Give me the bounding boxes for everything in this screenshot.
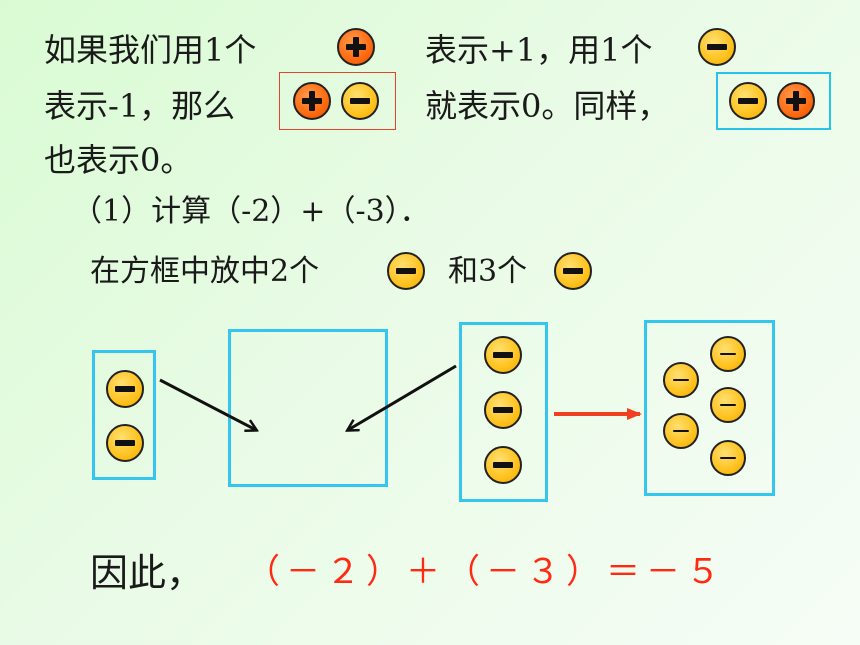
minus-coin-icon bbox=[663, 413, 699, 449]
text-line3: 也表示0。 bbox=[44, 141, 193, 179]
instruction-a: 在方框中放中2个 bbox=[90, 254, 320, 289]
minus-coin-icon bbox=[729, 82, 767, 120]
minus-coin-icon bbox=[484, 336, 522, 374]
problem-statement: （1）计算（-2）+（-3）． bbox=[72, 194, 430, 229]
instruction-b: 和3个 bbox=[448, 254, 528, 289]
minus-coin-icon bbox=[106, 424, 144, 462]
conclusion-expression: （－２）＋（－３）＝－５ bbox=[246, 552, 726, 592]
conclusion-prefix: 因此， bbox=[90, 551, 205, 595]
arrow-icon bbox=[159, 378, 256, 430]
right-coin-box bbox=[459, 322, 548, 502]
minus-coin-icon bbox=[106, 370, 144, 408]
minus-coin-icon bbox=[554, 252, 592, 290]
minus-coin-icon bbox=[387, 252, 425, 290]
minus-coin-icon bbox=[484, 446, 522, 484]
result-coin-box bbox=[644, 320, 775, 496]
minus-coin-icon bbox=[341, 82, 379, 120]
plus-coin-icon bbox=[337, 28, 375, 66]
plus-coin-icon bbox=[293, 82, 331, 120]
text-line2-b: 就表示0。同样， bbox=[425, 87, 670, 125]
left-coin-box bbox=[92, 350, 156, 480]
zero-pair-frame-1 bbox=[279, 72, 396, 130]
minus-coin-icon bbox=[710, 440, 746, 476]
minus-coin-icon bbox=[698, 28, 736, 66]
minus-coin-icon bbox=[710, 336, 746, 372]
minus-coin-icon bbox=[663, 362, 699, 398]
minus-coin-icon bbox=[710, 387, 746, 423]
text-line1-b: 表示+1，用1个 bbox=[425, 31, 653, 69]
minus-coin-icon bbox=[484, 391, 522, 429]
text-line2-a: 表示-1，那么 bbox=[44, 87, 236, 125]
arrow-icon bbox=[348, 364, 457, 430]
zero-pair-frame-2 bbox=[716, 72, 831, 130]
text-line1-a: 如果我们用1个 bbox=[44, 31, 257, 69]
plus-coin-icon bbox=[777, 82, 815, 120]
